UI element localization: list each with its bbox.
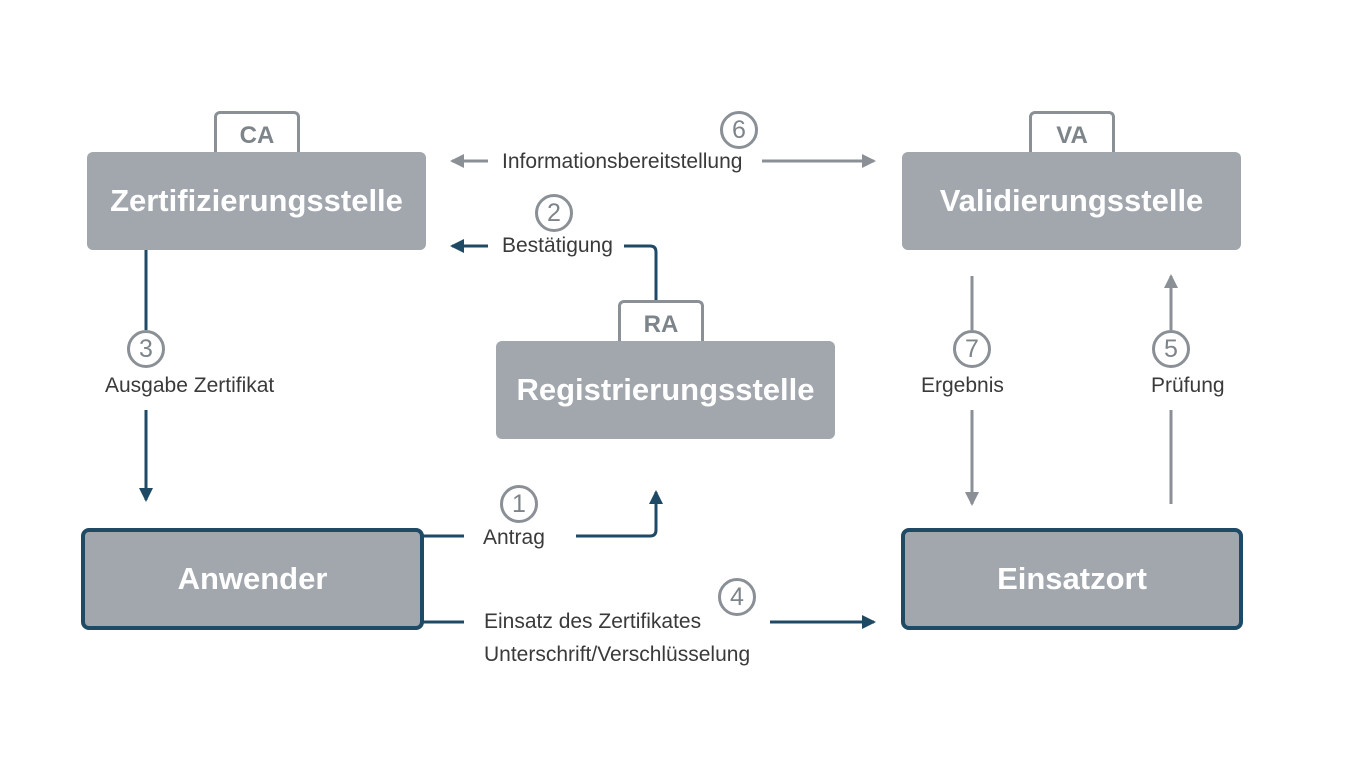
step-6-circle: 6 bbox=[720, 111, 758, 149]
step-2-label: Bestätigung bbox=[502, 234, 613, 257]
step-4-circle: 4 bbox=[718, 578, 756, 616]
ra-tab: RA bbox=[618, 300, 704, 342]
va-box: Validierungsstelle bbox=[902, 152, 1241, 250]
step-3-label: Ausgabe Zertifikat bbox=[105, 374, 275, 397]
step-7-label: Ergebnis bbox=[921, 374, 1004, 397]
step-1-label: Antrag bbox=[483, 526, 545, 549]
site-box: Einsatzort bbox=[901, 528, 1243, 630]
ra-box: Registrierungsstelle bbox=[496, 341, 835, 439]
step-7-circle: 7 bbox=[953, 330, 991, 368]
step-4-label-secondary: Unterschrift/Verschlüsselung bbox=[484, 643, 751, 666]
va-tab: VA bbox=[1029, 111, 1115, 153]
step-5-circle: 5 bbox=[1152, 330, 1190, 368]
step-2-circle: 2 bbox=[535, 194, 573, 232]
user-box: Anwender bbox=[81, 528, 424, 630]
step-1-circle: 1 bbox=[500, 485, 538, 523]
request-arrow bbox=[576, 490, 663, 538]
step-3-circle: 3 bbox=[127, 330, 165, 368]
step-6-label: Informationsbereitstellung bbox=[502, 150, 743, 173]
step-4-label: Einsatz des Zertifikates bbox=[484, 610, 702, 633]
confirmation-connector bbox=[624, 244, 658, 300]
step-5-label: Prüfung bbox=[1151, 374, 1225, 397]
ca-box: Zertifizierungsstelle bbox=[87, 152, 426, 250]
ca-tab: CA bbox=[214, 111, 300, 153]
